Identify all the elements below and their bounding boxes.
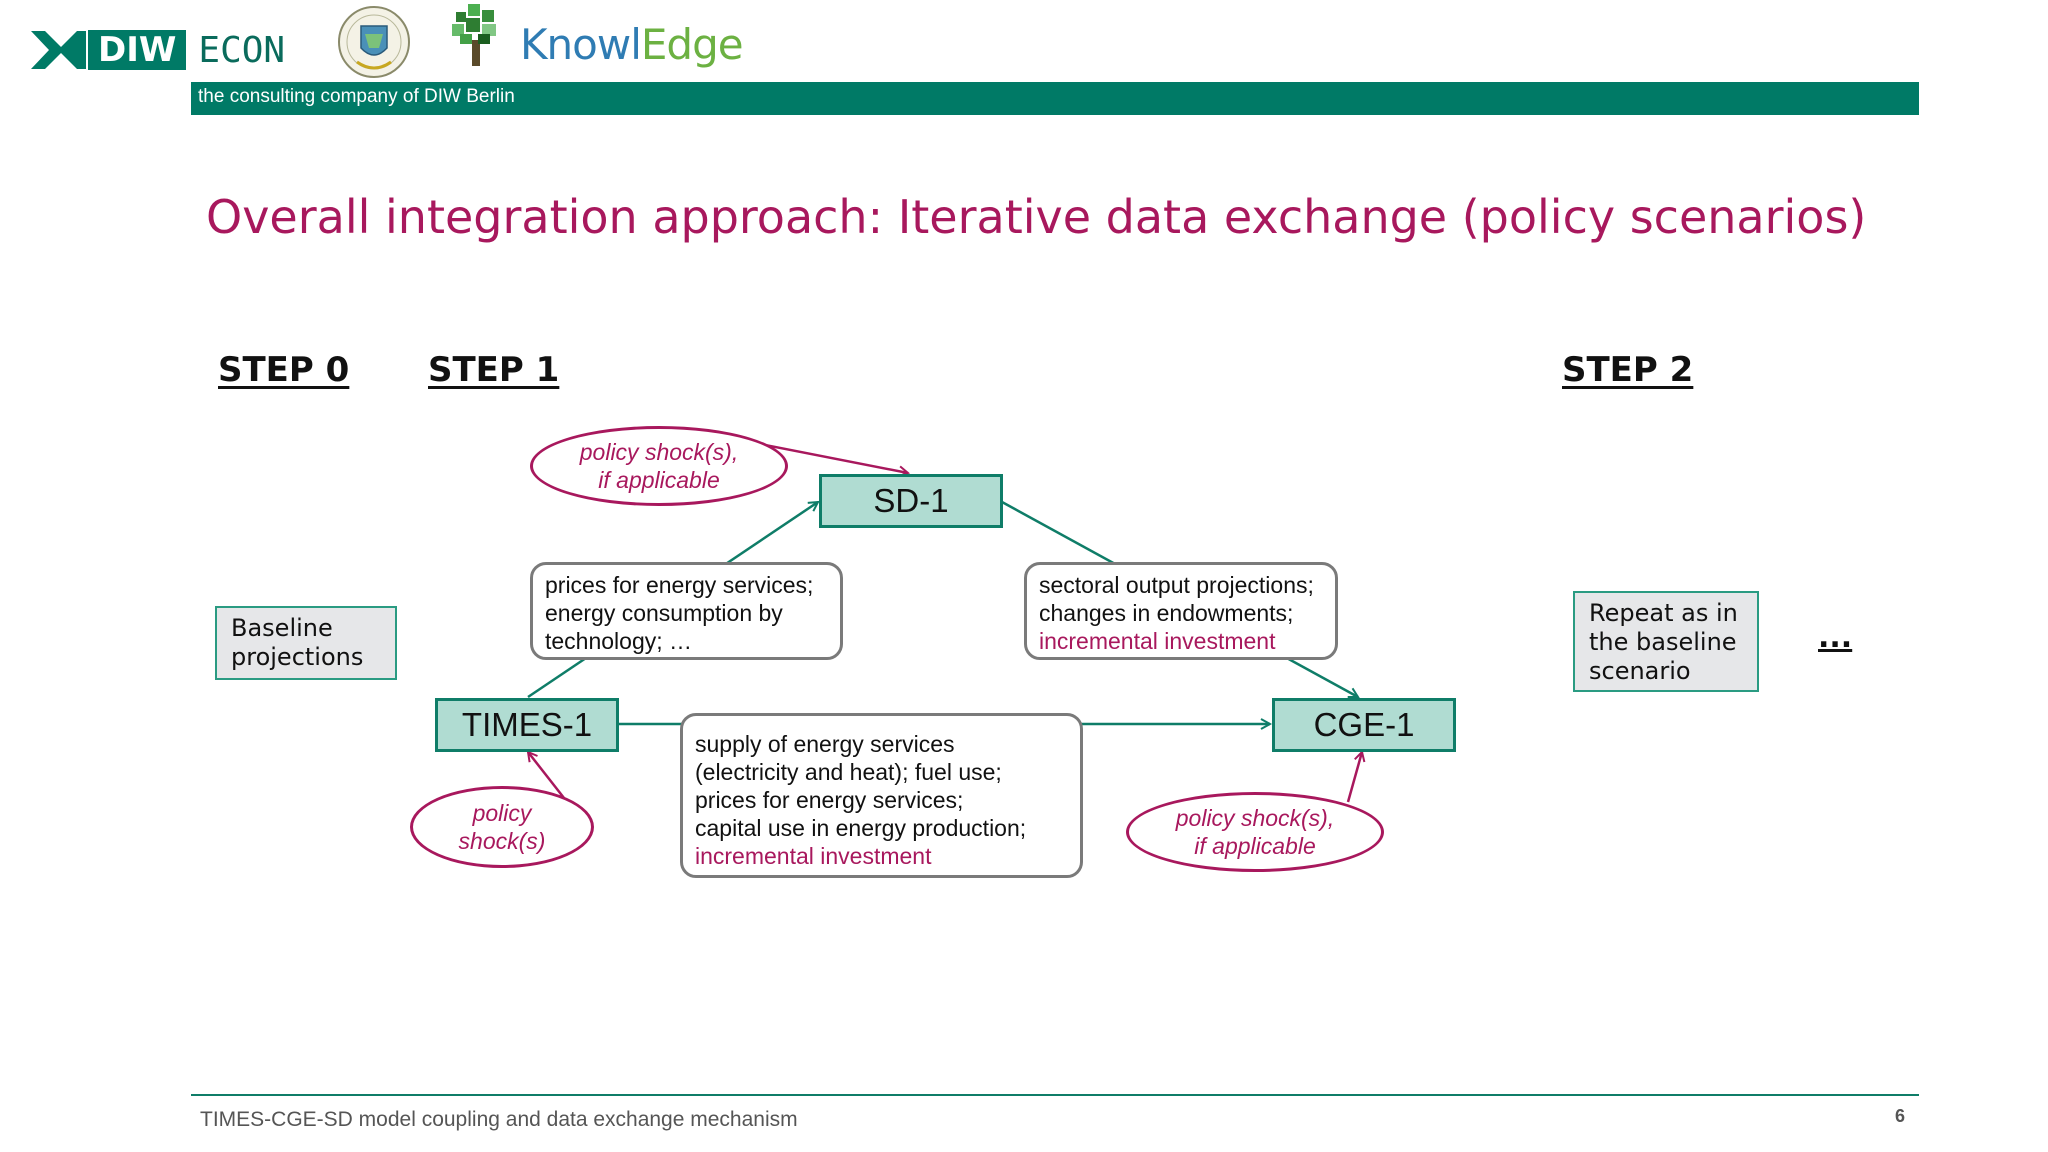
baseline-line2: projections bbox=[231, 643, 364, 671]
info-times-cge-line1: supply of energy services bbox=[695, 731, 955, 757]
info-times-to-cge: supply of energy services (electricity a… bbox=[680, 713, 1083, 878]
arrow-shock-to-cge bbox=[1346, 752, 1362, 803]
continuation-ellipsis: ... bbox=[1818, 620, 1853, 655]
info-sd-cge-line1: sectoral output projections; bbox=[1039, 572, 1314, 598]
knowledge-tree-icon bbox=[452, 4, 496, 66]
info-times-to-sd: prices for energy services; energy consu… bbox=[530, 562, 843, 660]
arrow-shock-to-times bbox=[528, 752, 565, 799]
baseline-projections-box: Baseline projections bbox=[215, 606, 397, 680]
diw-badge: DIW bbox=[88, 30, 187, 70]
policy-shock-cge-ellipse: policy shock(s), if applicable bbox=[1126, 792, 1384, 872]
step-0-label: STEP 0 bbox=[218, 350, 350, 390]
policy-shock-sd-ellipse: policy shock(s), if applicable bbox=[530, 426, 788, 506]
info-times-cge-line2: (electricity and heat); fuel use; bbox=[695, 759, 1002, 785]
info-times-cge-line3: prices for energy services; bbox=[695, 787, 964, 813]
arrow-shock-to-sd bbox=[749, 440, 908, 473]
shock-cge-line2: if applicable bbox=[1194, 833, 1316, 859]
knowledge-part2: Edge bbox=[640, 20, 744, 69]
repeat-line3: scenario bbox=[1589, 657, 1691, 685]
times-model-box: TIMES-1 bbox=[435, 698, 619, 752]
page-number: 6 bbox=[1895, 1106, 1906, 1126]
sd-model-box: SD-1 bbox=[819, 474, 1003, 528]
info-times-sd-line1: prices for energy services; bbox=[545, 572, 814, 598]
policy-shock-times-ellipse: policy shock(s) bbox=[410, 786, 594, 868]
info-sd-to-cge: sectoral output projections; changes in … bbox=[1024, 562, 1338, 660]
repeat-line1: Repeat as in bbox=[1589, 599, 1738, 627]
knowledge-part1: Knowl bbox=[520, 20, 642, 69]
diw-econ-logo: DIW ECON bbox=[31, 29, 286, 71]
shock-times-line1: policy bbox=[472, 800, 532, 826]
knowledge-logo: KnowlEdge bbox=[520, 20, 744, 69]
repeat-baseline-box: Repeat as in the baseline scenario bbox=[1573, 591, 1759, 692]
shock-sd-line2: if applicable bbox=[598, 467, 720, 493]
slide-title: Overall integration approach: Iterative … bbox=[206, 190, 1867, 244]
footer-divider bbox=[191, 1094, 1919, 1096]
info-times-cge-line5: incremental investment bbox=[695, 843, 932, 869]
baseline-line1: Baseline bbox=[231, 614, 333, 642]
repeat-line2: the baseline bbox=[1589, 628, 1737, 656]
info-times-cge-line4: capital use in energy production; bbox=[695, 815, 1027, 841]
info-sd-cge-line3: incremental investment bbox=[1039, 628, 1276, 654]
info-sd-cge-line2: changes in endowments; bbox=[1039, 600, 1294, 626]
diw-x-mark-icon bbox=[31, 31, 86, 69]
step-1-label: STEP 1 bbox=[428, 350, 560, 390]
footer-caption: TIMES-CGE-SD model coupling and data exc… bbox=[200, 1108, 798, 1131]
diw-econ-text: ECON bbox=[198, 29, 286, 71]
header-bar bbox=[191, 82, 1919, 115]
university-seal-icon bbox=[338, 6, 410, 78]
info-times-sd-line2: energy consumption by bbox=[545, 600, 783, 626]
step-2-label: STEP 2 bbox=[1562, 350, 1694, 390]
cge-model-box: CGE-1 bbox=[1272, 698, 1456, 752]
info-times-sd-line3: technology; … bbox=[545, 628, 693, 654]
shock-sd-line1: policy shock(s), bbox=[579, 439, 739, 465]
shock-times-line2: shock(s) bbox=[458, 828, 546, 854]
header-tagline: the consulting company of DIW Berlin bbox=[198, 86, 515, 107]
shock-cge-line1: policy shock(s), bbox=[1175, 805, 1335, 831]
